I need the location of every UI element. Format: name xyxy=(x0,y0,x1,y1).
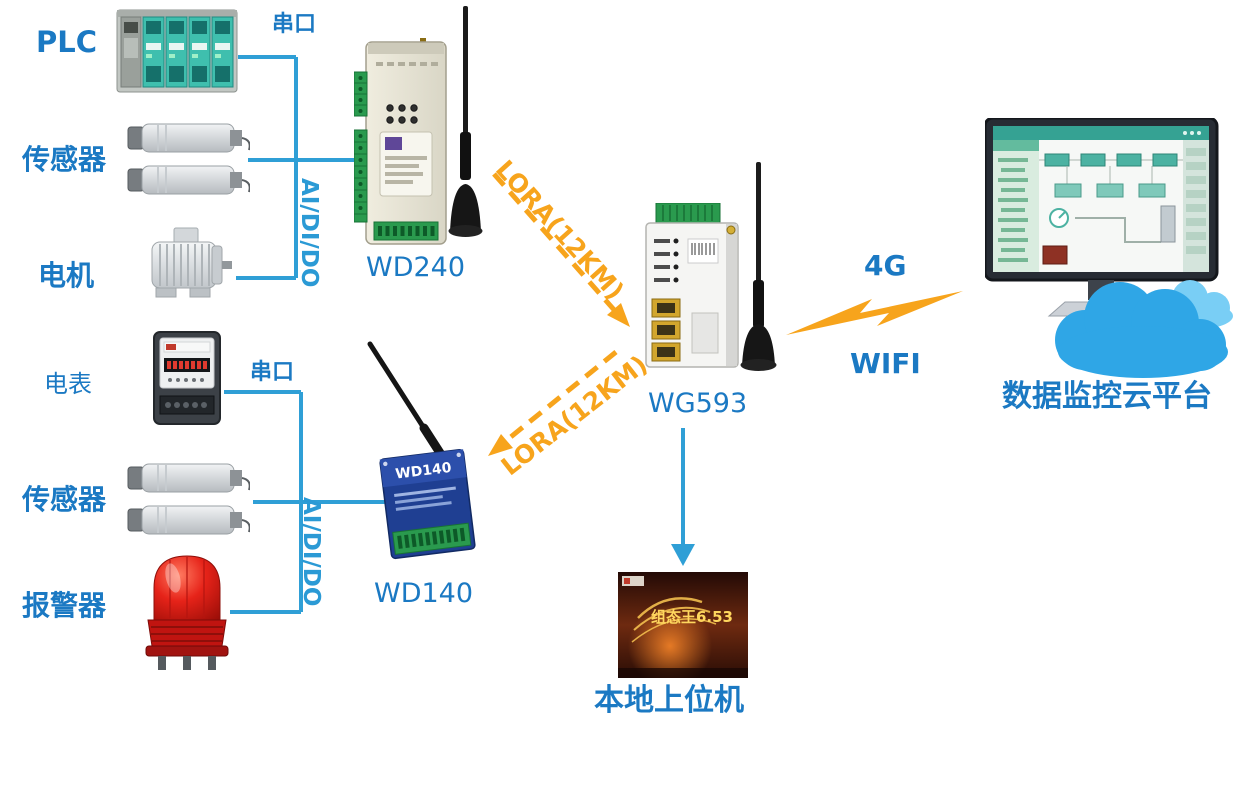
wd240-antenna-image xyxy=(448,6,483,237)
lora-top-link-arrow xyxy=(492,172,630,327)
label-local-host: 本地上位机 xyxy=(594,683,744,718)
label-meter: 电表 xyxy=(44,370,92,398)
kingview-title-text: 组态王6.53 xyxy=(651,608,733,626)
wg593-device-image xyxy=(645,203,739,368)
label-motor: 电机 xyxy=(38,259,95,292)
bottom-serial-bus-lines xyxy=(224,390,388,614)
sensor-pair-bottom-image xyxy=(127,463,250,535)
label-wd140: WD140 xyxy=(374,578,474,609)
kingview-splash-image: 组态王6.53 xyxy=(618,572,748,678)
label-sensor-top: 传感器 xyxy=(22,143,107,176)
top-serial-bus-lines xyxy=(236,55,356,280)
label-wg593: WG593 xyxy=(648,388,748,419)
wg593-antenna-image xyxy=(740,162,777,371)
label-alarm: 报警器 xyxy=(22,589,107,622)
label-wd240: WD240 xyxy=(366,252,466,283)
wd140-panel-text: WD140 xyxy=(395,460,453,483)
plc-image xyxy=(116,9,238,93)
power-meter-image xyxy=(153,331,221,425)
wd240-device-image xyxy=(354,38,447,245)
label-serial-bottom: 串口 xyxy=(250,360,295,385)
sensor-pair-top-image xyxy=(127,123,250,195)
alarm-beacon-image xyxy=(145,555,229,670)
wd140-device-image: WD140 xyxy=(367,341,476,560)
label-cloud-platform: 数据监控云平台 xyxy=(1002,379,1212,414)
cloud-icon xyxy=(1055,280,1233,378)
label-io-top: AI/DI/DO xyxy=(296,178,322,288)
label-plc: PLC xyxy=(36,25,98,59)
label-4g: 4G xyxy=(864,249,907,282)
label-sensor-bottom: 传感器 xyxy=(22,483,107,516)
motor-image xyxy=(151,227,232,298)
cloud-platform-monitor-image xyxy=(985,118,1219,317)
wg593-to-host-arrow xyxy=(671,428,695,566)
lora-bottom-link-arrow xyxy=(488,350,618,456)
lightning-bolt-icon xyxy=(786,291,963,335)
label-io-bottom: AI/DI/DO xyxy=(298,497,324,607)
label-wifi: WIFI xyxy=(850,347,921,380)
label-serial-top: 串口 xyxy=(272,12,317,37)
